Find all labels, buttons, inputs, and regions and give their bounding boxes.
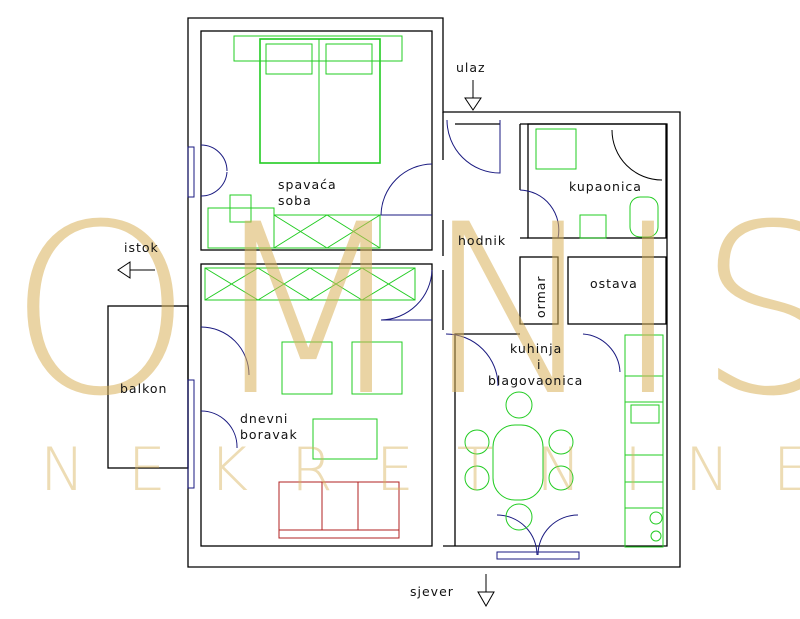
entrance-arrow-icon xyxy=(464,80,482,111)
label-kitchen-2: i xyxy=(537,357,541,372)
label-kitchen-1: kuhinja xyxy=(510,341,562,356)
label-bedroom-1: spavaća xyxy=(278,177,337,192)
furniture xyxy=(204,35,664,548)
label-living-2: boravak xyxy=(240,427,298,442)
label-east: istok xyxy=(124,240,159,255)
label-bedroom-2: soba xyxy=(278,193,312,208)
label-balcony: balkon xyxy=(120,381,167,396)
label-entrance: ulaz xyxy=(456,60,486,75)
label-bathroom: kupaonica xyxy=(569,179,642,194)
label-wardrobe: ormar xyxy=(533,275,548,318)
label-hallway: hodnik xyxy=(458,233,506,248)
watermark-brand: OMNIS xyxy=(8,175,800,448)
east-arrow-icon xyxy=(117,261,155,279)
label-living-1: dnevni xyxy=(240,411,288,426)
watermark-subtitle: NEKRETNINE xyxy=(40,435,800,505)
watermark: OMNIS NEKRETNINE xyxy=(8,175,800,505)
north-arrow-icon xyxy=(477,574,495,608)
label-storage: ostava xyxy=(590,276,638,291)
label-north: sjever xyxy=(410,584,454,599)
direction-arrows xyxy=(117,80,495,608)
label-kitchen-3: blagovaonica xyxy=(488,373,583,388)
room-labels: ulaz spavaća soba istok hodnik kupaonica… xyxy=(120,60,642,599)
doors xyxy=(187,119,663,560)
